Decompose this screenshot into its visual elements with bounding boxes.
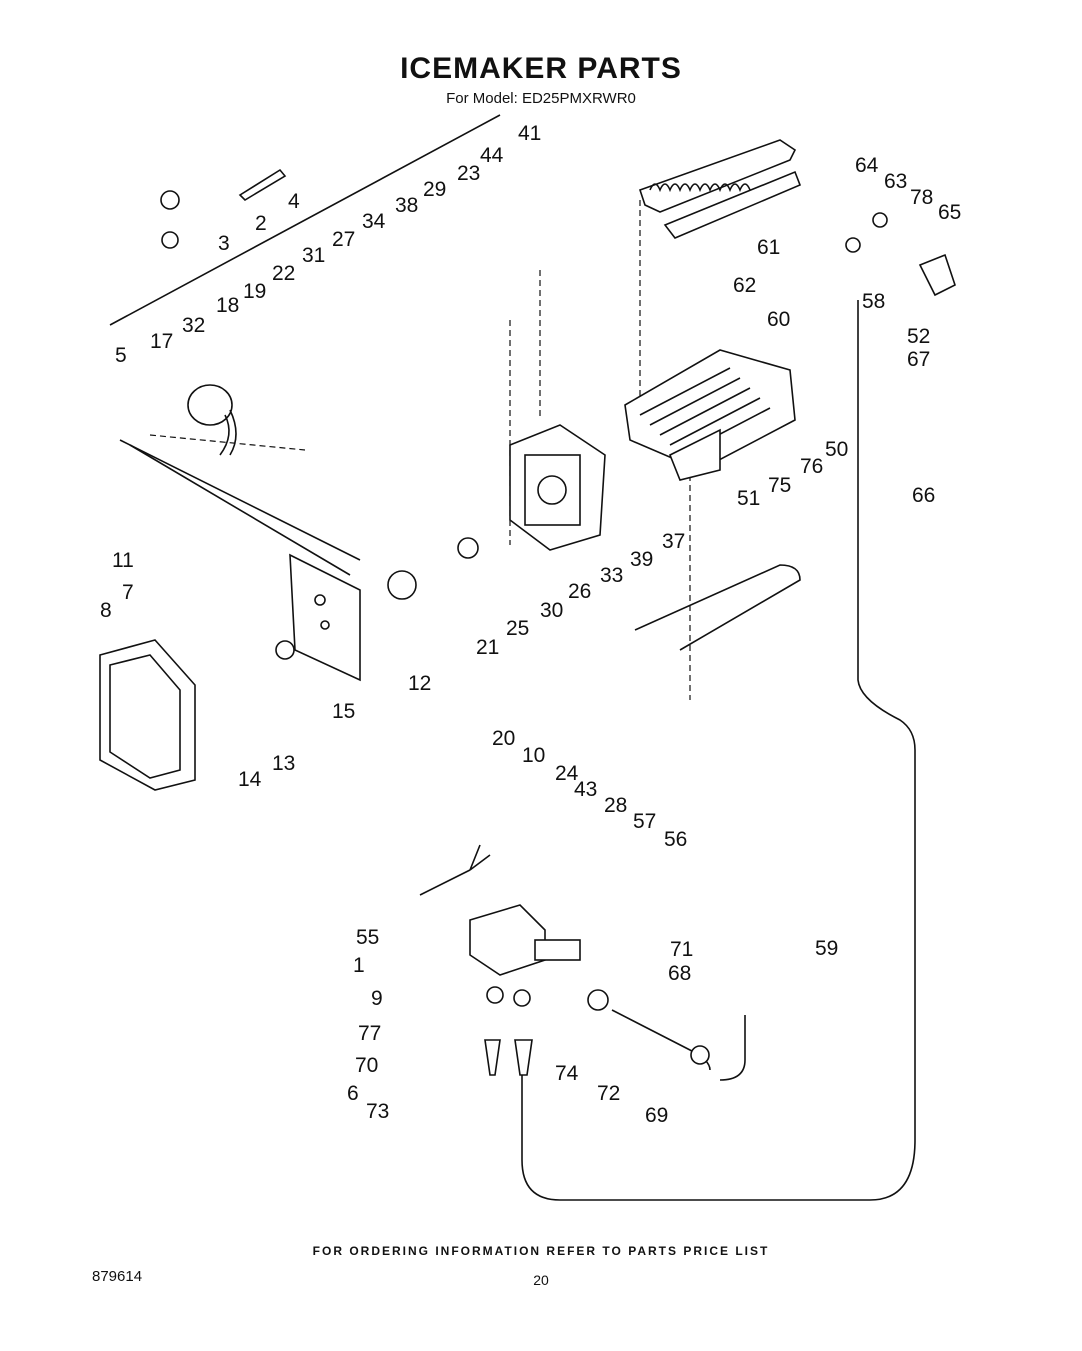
ejector-spring-part [638, 139, 802, 239]
callout-label: 17 [150, 330, 173, 353]
callout-label: 21 [476, 636, 499, 659]
callout-label: 78 [910, 186, 933, 209]
callout-label: 33 [600, 564, 623, 587]
ordering-footer: FOR ORDERING INFORMATION REFER TO PARTS … [312, 1244, 770, 1258]
callout-label: 20 [492, 727, 515, 750]
callout-label: 39 [630, 548, 653, 571]
model-subtitle: For Model: ED25PMXRWR0 [446, 90, 636, 107]
callout-label: 9 [371, 987, 383, 1010]
callout-label: 38 [395, 194, 418, 217]
control-housing [509, 424, 606, 551]
document-number: 879614 [92, 1268, 143, 1285]
callout-label: 24 [555, 762, 579, 785]
callout-label: 69 [645, 1104, 668, 1127]
callout-label: 15 [332, 700, 355, 723]
callout-label: 18 [216, 294, 239, 317]
callout-label: 10 [522, 744, 545, 767]
callout-label: 56 [664, 828, 687, 851]
shelf-outline [109, 114, 691, 700]
callout-label: 6 [347, 1082, 359, 1105]
callout-label: 52 [907, 325, 930, 348]
callout-label: 28 [604, 794, 627, 817]
water-valve [419, 844, 581, 976]
callout-label: 71 [670, 938, 693, 961]
callout-label: 12 [408, 672, 431, 695]
callout-label: 30 [540, 599, 563, 622]
callout-label: 62 [733, 274, 756, 297]
callout-label: 29 [423, 178, 446, 201]
callout-label: 13 [272, 752, 295, 775]
callout-label: 1 [353, 954, 365, 977]
callout-label: 43 [574, 778, 597, 801]
callout-label: 77 [358, 1022, 381, 1045]
callout-label: 74 [555, 1062, 579, 1085]
callout-label: 75 [768, 474, 791, 497]
callout-label: 60 [767, 308, 790, 331]
mounting-plate [289, 553, 361, 682]
callout-label: 76 [800, 455, 823, 478]
callout-label: 7 [122, 581, 134, 604]
callout-label: 41 [518, 122, 541, 145]
callout-label: 23 [457, 162, 480, 185]
callout-label: 44 [480, 144, 504, 167]
heater-element [634, 564, 801, 651]
callout-label: 4 [288, 190, 300, 213]
callout-label: 68 [668, 962, 691, 985]
callout-label: 58 [862, 290, 885, 313]
callout-label: 57 [633, 810, 656, 833]
callout-label: 34 [362, 210, 386, 233]
callout-label: 37 [662, 530, 685, 553]
callout-label: 14 [238, 768, 262, 791]
callout-label: 73 [366, 1100, 389, 1123]
callout-label: 32 [182, 314, 205, 337]
callout-label: 25 [506, 617, 529, 640]
motor-part [187, 384, 237, 456]
callout-label: 66 [912, 484, 935, 507]
callout-label: 8 [100, 599, 112, 622]
callout-label: 22 [272, 262, 295, 285]
icemaker-mold [624, 349, 796, 481]
page-title: ICEMAKER PARTS [400, 52, 682, 85]
callout-label: 67 [907, 348, 930, 371]
callout-label: 64 [855, 154, 879, 177]
small-fasteners [160, 168, 956, 1076]
callout-label: 19 [243, 280, 266, 303]
callout-label: 55 [356, 926, 379, 949]
callout-label: 26 [568, 580, 591, 603]
front-cover-part [99, 639, 196, 791]
callout-label: 31 [302, 244, 325, 267]
callout-label: 2 [255, 212, 267, 235]
callout-label: 3 [218, 232, 230, 255]
callout-label: 63 [884, 170, 907, 193]
callout-label: 51 [737, 487, 760, 510]
callout-label: 61 [757, 236, 780, 259]
callout-label: 11 [112, 549, 134, 572]
page-number: 20 [533, 1272, 549, 1288]
callout-label: 27 [332, 228, 355, 251]
callout-label: 70 [355, 1054, 378, 1077]
callout-label: 65 [938, 201, 961, 224]
callout-label: 5 [115, 344, 127, 367]
callout-label: 50 [825, 438, 848, 461]
callout-label: 72 [597, 1082, 620, 1105]
callout-label: 59 [815, 937, 838, 960]
